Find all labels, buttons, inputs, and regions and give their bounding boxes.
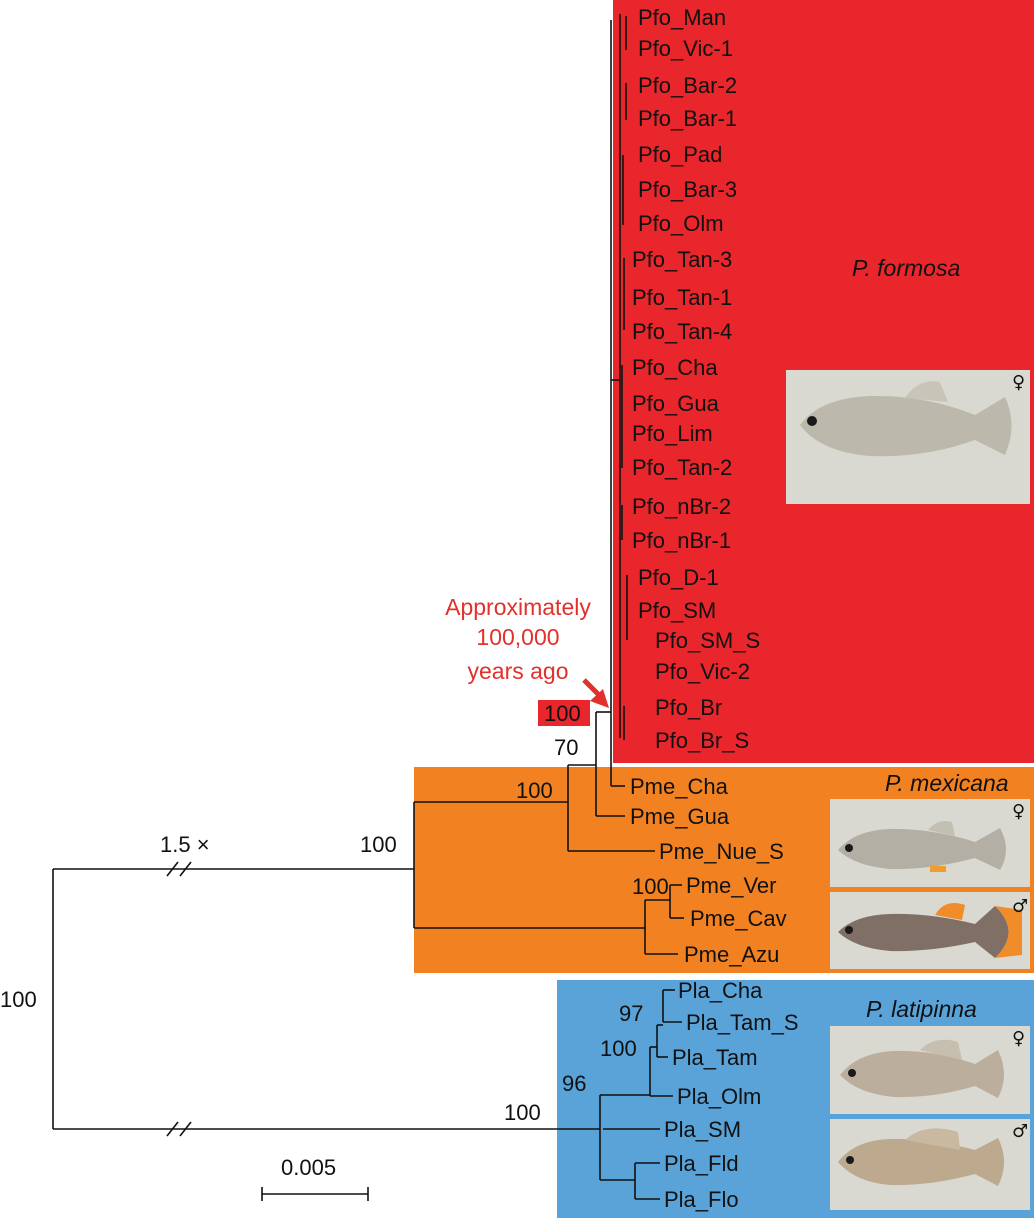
annotation-line: years ago bbox=[467, 658, 568, 684]
tip-label: Pla_Tam bbox=[672, 1045, 758, 1070]
female-symbol: ♀ bbox=[1012, 372, 1025, 393]
support-value: 96 bbox=[562, 1071, 586, 1096]
branch-break-mark bbox=[179, 1121, 192, 1137]
support-value: 100 bbox=[600, 1036, 637, 1061]
tip-label: Pme_Azu bbox=[684, 942, 779, 967]
fish-photo-mexicana-female bbox=[830, 799, 1030, 887]
tip-label: Pla_SM bbox=[664, 1117, 741, 1142]
tip-label: Pfo_Tan-2 bbox=[632, 455, 732, 480]
support-value-root: 100 bbox=[0, 987, 37, 1012]
tip-label: Pfo_Tan-3 bbox=[632, 247, 732, 272]
female-symbol: ♀ bbox=[1012, 1028, 1025, 1049]
broken-branch-label: 1.5 × bbox=[160, 832, 210, 857]
tip-label: Pfo_Tan-4 bbox=[632, 319, 732, 344]
fish-photo-latipinna-male bbox=[830, 1119, 1030, 1210]
tip-label: Pfo_Vic-2 bbox=[655, 659, 750, 684]
support-value: 100 bbox=[632, 874, 669, 899]
tip-label: Pfo_Man bbox=[638, 5, 726, 30]
tip-label: Pme_Ver bbox=[686, 873, 777, 898]
tip-label: Pfo_Olm bbox=[638, 211, 724, 236]
formosa-tip-labels: Pfo_Man Pfo_Vic-1 Pfo_Bar-2 Pfo_Bar-1 Pf… bbox=[632, 5, 760, 753]
tip-label: Pfo_D-1 bbox=[638, 565, 719, 590]
support-value: 100 bbox=[504, 1100, 541, 1125]
tip-label: Pfo_SM_S bbox=[655, 628, 760, 653]
tip-label: Pla_Cha bbox=[678, 978, 763, 1003]
scale-bar: 0.005 bbox=[261, 1155, 369, 1201]
tip-label: Pfo_Bar-1 bbox=[638, 106, 737, 131]
branch-break-mark bbox=[166, 1121, 179, 1137]
tip-label: Pla_Tam_S bbox=[686, 1010, 799, 1035]
branch-break-mark bbox=[166, 861, 179, 877]
support-value: 100 bbox=[360, 832, 397, 857]
tree-branches bbox=[52, 14, 684, 1137]
annotation-line: Approximately bbox=[445, 594, 591, 620]
tip-label: Pfo_Lim bbox=[632, 421, 713, 446]
tip-label: Pfo_nBr-2 bbox=[632, 494, 731, 519]
tip-label: Pfo_Br_S bbox=[655, 728, 749, 753]
male-symbol: ♂ bbox=[1012, 896, 1028, 917]
latipinna-tip-labels: Pla_Cha Pla_Tam_S Pla_Tam Pla_Olm Pla_SM… bbox=[664, 978, 799, 1212]
fish-photo-mexicana-male bbox=[830, 892, 1030, 969]
formosa-crown-highlight bbox=[538, 700, 590, 726]
support-value: 100 bbox=[516, 778, 553, 803]
annotation-arrow-head bbox=[590, 689, 609, 708]
annotation-line: 100,000 bbox=[476, 624, 559, 650]
tip-label: Pfo_Pad bbox=[638, 142, 722, 167]
tip-label: Pme_Nue_S bbox=[659, 839, 784, 864]
scale-bar-label: 0.005 bbox=[281, 1155, 336, 1180]
tip-label: Pme_Gua bbox=[630, 804, 730, 829]
support-value-formosa-crown: 100 bbox=[544, 701, 581, 726]
tip-label: Pme_Cha bbox=[630, 774, 729, 799]
tip-label: Pfo_SM bbox=[638, 598, 716, 623]
clade-label-mexicana: P. mexicana bbox=[885, 770, 1009, 796]
fish-photo-formosa-female bbox=[786, 370, 1030, 504]
tip-label: Pme_Cav bbox=[690, 906, 787, 931]
latipinna-branches bbox=[599, 989, 682, 1200]
mexicana-tip-labels: Pme_Cha Pme_Gua Pme_Nue_S Pme_Ver Pme_Ca… bbox=[630, 774, 787, 967]
annotation-arrow bbox=[582, 678, 602, 698]
tip-label: Pfo_Bar-3 bbox=[638, 177, 737, 202]
tip-label: Pfo_Tan-1 bbox=[632, 285, 732, 310]
tip-label: Pfo_Bar-2 bbox=[638, 73, 737, 98]
tip-label: Pla_Fld bbox=[664, 1151, 739, 1176]
clade-label-formosa: P. formosa bbox=[852, 255, 960, 281]
tip-label: Pfo_Vic-1 bbox=[638, 36, 733, 61]
clade-label-latipinna: P. latipinna bbox=[866, 996, 977, 1022]
fish-photo-latipinna-female bbox=[830, 1026, 1030, 1114]
tip-label: Pfo_Br bbox=[655, 695, 722, 720]
tip-label: Pla_Olm bbox=[677, 1084, 761, 1109]
male-symbol: ♂ bbox=[1012, 1121, 1028, 1142]
divergence-annotation: Approximately 100,000 years ago bbox=[445, 594, 609, 708]
support-value: 70 bbox=[554, 735, 578, 760]
female-symbol: ♀ bbox=[1012, 801, 1025, 822]
branch-break-mark bbox=[179, 861, 192, 877]
support-values: 100 100 100 70 100 100 100 96 100 97 bbox=[0, 700, 669, 1125]
tip-label: Pfo_nBr-1 bbox=[632, 528, 731, 553]
support-value: 97 bbox=[619, 1001, 643, 1026]
tip-label: Pfo_Cha bbox=[632, 355, 718, 380]
tip-label: Pla_Flo bbox=[664, 1187, 739, 1212]
tip-label: Pfo_Gua bbox=[632, 391, 720, 416]
